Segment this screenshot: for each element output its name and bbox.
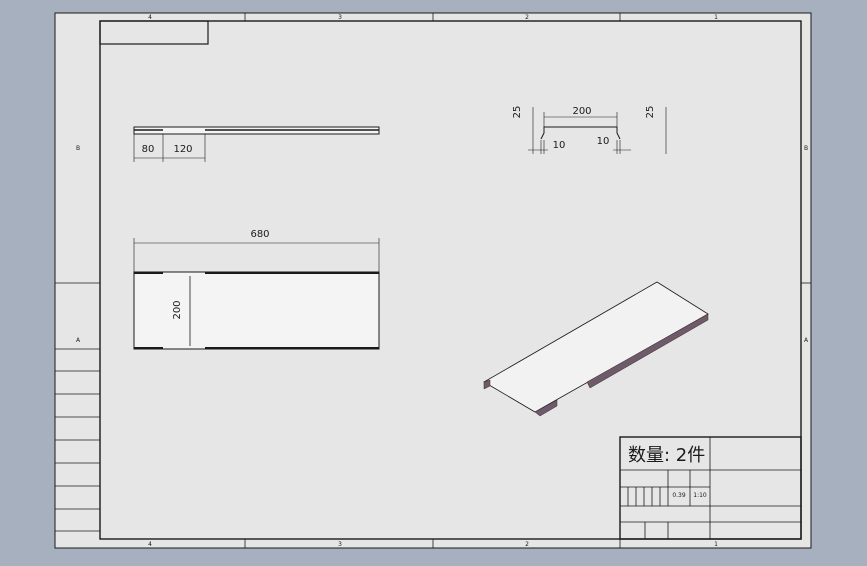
title-block [619,436,802,540]
front-view-edges [134,272,379,349]
dim-front-680: 680 [250,229,269,240]
top-view: 80 120 [133,126,380,162]
isometric-view [483,281,709,417]
iso-back-tab [483,379,491,390]
zone-bottom-3: 3 [338,541,342,548]
zone-bottom-4: 4 [148,541,152,548]
dim-section-right-25: 25 [645,106,656,119]
iso-front-flange-2 [586,313,709,389]
title-block-quantity: 数量: 2件 [628,445,705,466]
dim-top-120: 120 [173,144,192,155]
zone-bottom-1: 1 [714,541,718,548]
dim-section-left-10: 10 [553,140,566,151]
dim-front-200: 200 [172,300,183,319]
zone-top-4: 4 [148,14,152,21]
title-block-weight: 0.39 [672,492,686,499]
drawing-frame [99,20,802,540]
front-view: 680 200 [133,229,380,350]
border-right-letters: B A [804,145,809,344]
title-block-scale: 1:10 [693,492,707,499]
zone-left-b: B [76,145,80,152]
left-revision-table [55,348,100,532]
dim-top-80: 80 [142,144,155,155]
zone-right-b: B [804,145,808,152]
dim-section-left-25: 25 [512,106,523,119]
zone-right-a: A [804,337,809,344]
section-view: 200 10 10 25 25 [512,106,667,154]
dim-section-right-10: 10 [597,136,610,147]
iso-front-flange-1 [534,399,558,417]
border-zone-ticks [55,13,811,548]
zone-top-2: 2 [525,14,529,21]
title-block-frame [619,436,802,540]
front-view-body [133,271,380,350]
title-block-text: 数量: 2件 0.39 1:10 [628,445,707,499]
zone-top-3: 3 [338,14,342,21]
zone-top-1: 1 [714,14,718,21]
section-profile [540,126,621,140]
border-top-numbers: 4 3 2 1 [148,14,718,21]
dim-section-200: 200 [572,106,591,117]
top-view-dim-lines [133,134,206,162]
drawing-stamp-box [99,20,209,45]
border-left-letters: B A [76,145,81,344]
zone-bottom-2: 2 [525,541,529,548]
border-bottom-numbers: 4 3 2 1 [148,541,718,548]
section-dim-lines [528,107,667,154]
zone-left-a: A [76,337,81,344]
front-view-overall-dim [133,238,380,272]
